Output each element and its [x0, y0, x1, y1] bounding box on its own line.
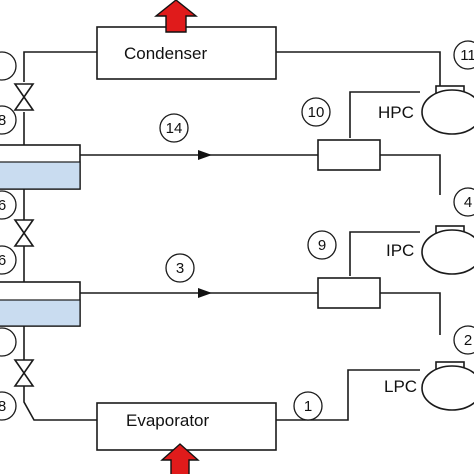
flow-arrows — [198, 150, 212, 298]
state-point-10-label: 10 — [308, 104, 325, 121]
expansion-valve-1 — [13, 83, 35, 111]
state-point-11-circle — [453, 40, 474, 70]
state-point-11-label: 11 — [460, 47, 474, 64]
state-point-8-upper-circle — [0, 105, 17, 135]
pipe-mixer10-to-ipc-line — [380, 154, 441, 195]
state-point-4-circle — [453, 187, 474, 217]
pipe-mixer9-to-lpc-line — [380, 292, 441, 335]
state-point-8-lower-circle — [0, 391, 17, 421]
pipe-condenser-right — [276, 51, 441, 88]
state-point-left-top-circle — [0, 51, 17, 81]
compressor-lpc — [421, 361, 474, 411]
state-point-8-upper-label: 8 — [0, 112, 6, 129]
state-point-3-label: 3 — [176, 260, 184, 277]
condenser: Condenser — [96, 26, 277, 80]
mixing-chamber-10 — [317, 139, 381, 171]
state-point-8-lower-label: 8 — [0, 398, 6, 415]
flow-arrow-3 — [198, 288, 212, 298]
compressor-hpc — [421, 85, 474, 135]
state-point-6-upper-label: 6 — [0, 197, 6, 214]
state-points — [0, 40, 474, 421]
pipe-condenser-left — [23, 51, 97, 82]
state-point-6-upper-circle — [0, 190, 17, 220]
state-point-14-label: 14 — [166, 120, 183, 137]
ipc-label: IPC — [386, 241, 414, 260]
state-point-6-lower-label: 6 — [0, 252, 6, 269]
state-point-1-label: 1 — [304, 398, 312, 415]
state-point-14-circle — [159, 113, 189, 143]
mixing-chamber-9 — [317, 277, 381, 309]
expansion-valve-3 — [13, 359, 35, 387]
state-point-1-circle — [293, 391, 323, 421]
flash-tank-upper — [0, 144, 81, 190]
state-point-9-label: 9 — [318, 237, 326, 254]
state-point-4-label: 4 — [464, 194, 472, 211]
state-point-2-circle — [453, 325, 474, 355]
lpc-label: LPC — [384, 377, 417, 396]
state-point-left-bottom-circle — [0, 327, 17, 357]
state-point-9-circle — [307, 230, 337, 260]
expansion-valve-2 — [13, 219, 35, 247]
heat-in-arrow — [160, 443, 200, 474]
state-point-10-circle — [301, 97, 331, 127]
pipe-valve3-to-evaporator — [23, 386, 97, 421]
flow-arrow-14 — [198, 150, 212, 160]
evaporator: Evaporator — [96, 402, 277, 451]
state-point-3-circle — [165, 253, 195, 283]
evaporator-label: Evaporator — [126, 411, 209, 430]
pipe-hpc-to-mixer10 — [349, 91, 420, 138]
hpc-label: HPC — [378, 103, 414, 122]
condenser-label: Condenser — [124, 44, 208, 63]
flash-tank-lower — [0, 281, 81, 327]
state-point-6-lower-circle — [0, 245, 17, 275]
heat-out-arrow — [154, 0, 198, 33]
pipe-ipc-to-mixer9 — [349, 231, 420, 276]
compressor-ipc — [421, 225, 474, 275]
state-point-2-label: 2 — [464, 332, 472, 349]
state-point-labels: 14 3 10 9 1 11 4 2 8 6 6 8 — [0, 47, 474, 415]
